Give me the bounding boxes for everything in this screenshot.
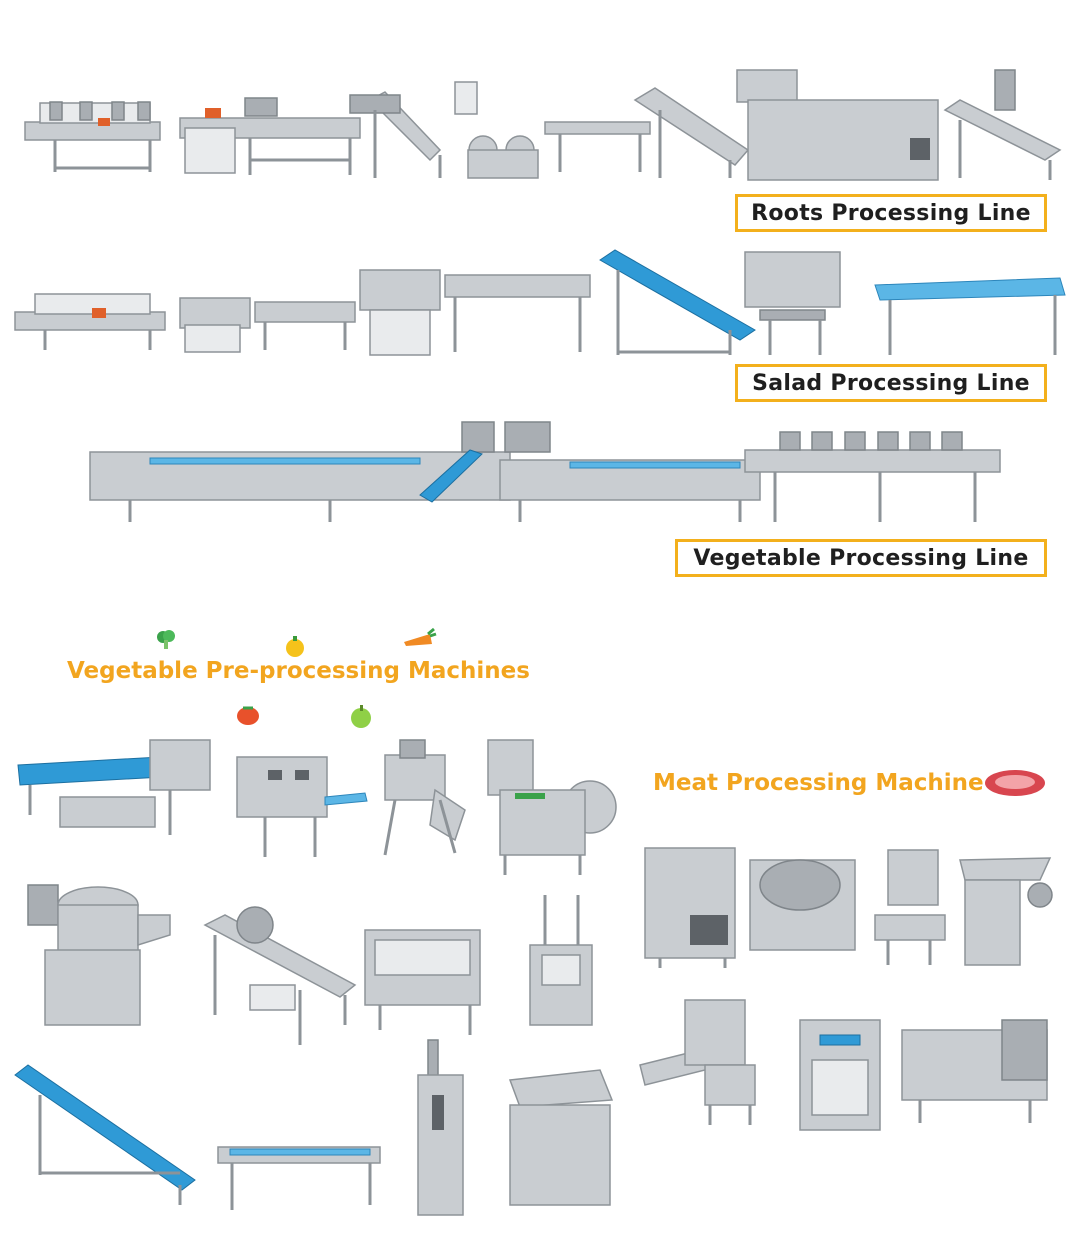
- brush-peeler-machine: [364, 929, 481, 1035]
- meat-machines: [639, 847, 1053, 1131]
- column-peeler: [417, 1039, 464, 1216]
- vegetable-line-machinery: [89, 421, 1001, 522]
- elevator-conveyor: [349, 81, 478, 178]
- steak-icon: [985, 770, 1045, 796]
- dicer-machine: [383, 739, 466, 856]
- big-washer-tank: [736, 69, 1062, 181]
- salad-line-label: Salad Processing Line: [735, 364, 1047, 402]
- washer-machines: [179, 269, 591, 356]
- peeler-machines: [467, 121, 651, 179]
- long-washer-tank: [89, 421, 761, 522]
- vertical-peeler: [529, 895, 593, 1026]
- root-slicer-machine: [236, 756, 368, 857]
- blue-incline-conveyor: [14, 1064, 196, 1205]
- dewatering-machine: [508, 1069, 614, 1206]
- meat-dicer: [901, 1019, 1048, 1123]
- incline-conveyor: [633, 87, 750, 178]
- salad-line-machinery: [14, 249, 1066, 356]
- centrifugal-slicer: [27, 884, 171, 1026]
- sorting-belt-with-dryers: [744, 431, 1001, 522]
- bone-saw: [874, 849, 946, 965]
- meat-heading: Meat Processing Machine: [653, 770, 984, 796]
- preprocessing-machines: [14, 739, 617, 1216]
- air-dryer-machine: [14, 293, 166, 350]
- blue-incline-conveyor: [599, 249, 756, 355]
- meat-strip-cutter: [799, 1019, 881, 1131]
- broccoli-icon: [157, 630, 175, 649]
- meat-slicer-cabinet: [644, 847, 736, 968]
- vegetable-cutter-and-belt: [744, 251, 1066, 355]
- carrot-icon: [404, 627, 437, 646]
- tomato-icon: [237, 706, 259, 725]
- vegetable-line-label: Vegetable Processing Line: [675, 539, 1047, 577]
- meat-cutter-with-conveyor: [639, 999, 756, 1125]
- vacuum-tumbler: [749, 859, 856, 951]
- air-dryer-machine: [24, 101, 161, 172]
- roots-line-machinery: [24, 69, 1062, 181]
- apple-icon: [351, 705, 371, 728]
- belt-cutter-machine: [17, 739, 211, 835]
- preprocessing-heading: Vegetable Pre-processing Machines: [67, 658, 530, 684]
- inspection-belt: [217, 1146, 381, 1210]
- pepper-icon: [286, 636, 304, 657]
- multi-function-cutter: [487, 739, 617, 875]
- brush-washer-machine: [203, 906, 357, 1045]
- meat-grinder: [959, 857, 1053, 966]
- roots-line-label: Roots Processing Line: [735, 194, 1047, 232]
- bubble-washer-machine: [179, 97, 361, 175]
